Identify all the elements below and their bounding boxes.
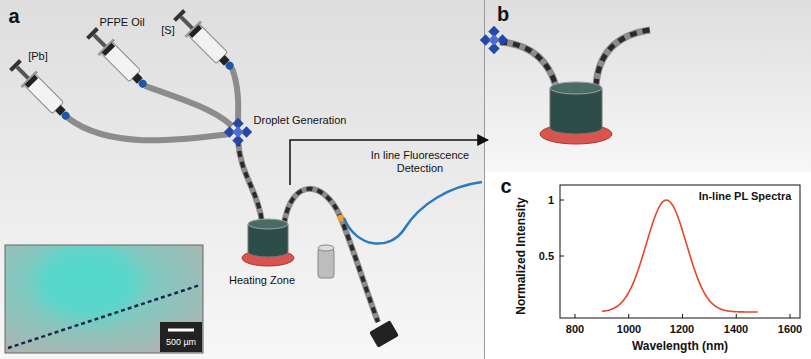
tick-mark [560, 256, 564, 257]
zoom-arrow [290, 140, 488, 185]
tick-mark [790, 314, 791, 318]
syringe [6, 56, 76, 126]
tick-label: 1400 [724, 323, 748, 336]
tick-label: 1600 [778, 323, 802, 336]
fluorescence-detector [318, 182, 482, 278]
heating-zone-zoom [550, 88, 602, 134]
tick-mark [628, 314, 629, 318]
tick-mark [575, 314, 576, 318]
axis-title: Wavelength (nm) [632, 340, 728, 354]
panel-ground [485, 0, 811, 172]
process-label: Heating Zone [229, 274, 295, 287]
tick-mark [736, 314, 737, 318]
plot-frame [560, 185, 800, 318]
inset-micrograph [5, 245, 203, 353]
process-label: In line Fluorescence Detection [365, 149, 475, 174]
tubing [145, 86, 232, 126]
scale-bar [168, 329, 194, 332]
fluorescence-detector [318, 248, 334, 278]
tubing [238, 140, 262, 222]
optical-fiber [344, 182, 482, 244]
tick-label: 1 [548, 194, 554, 207]
tubing [238, 140, 262, 222]
collection-box [369, 320, 399, 348]
heating-zone-zoom [550, 82, 602, 94]
fluorescence-detector [318, 245, 334, 251]
tubing [68, 118, 230, 140]
tubing [284, 189, 378, 322]
heating-zone-zoom [500, 30, 650, 86]
syringe [83, 24, 153, 94]
heating-zone-zoom [596, 30, 650, 86]
reagent-label: [S] [161, 24, 174, 37]
inset-micrograph [8, 285, 200, 348]
inset-micrograph [5, 244, 203, 353]
tick-mark [682, 314, 683, 318]
tubing [232, 68, 238, 124]
spectrum-chart [560, 185, 800, 318]
fluorescence-detector [338, 215, 345, 222]
axis-title: Normalized Intensity [515, 197, 529, 314]
tick-label: 1200 [670, 323, 694, 336]
tick-mark [560, 200, 564, 201]
heating-zone [242, 219, 294, 266]
tick-label: 1000 [617, 323, 641, 336]
heating-zone-zoom [500, 42, 556, 86]
reagent-label: [Pb] [28, 50, 48, 63]
heating-zone [248, 219, 288, 229]
panel-label: a [8, 5, 19, 28]
heating-zone-zoom [480, 26, 508, 54]
tick-label: 0.5 [539, 250, 554, 263]
scale-label: 500 µm [166, 337, 196, 347]
scale-bar-ground [160, 322, 202, 352]
panel-label: c [500, 175, 511, 198]
panel-ground [0, 0, 484, 359]
heating-zone-zoom [480, 26, 650, 144]
tubing [284, 189, 378, 322]
syringe [170, 6, 240, 76]
droplet-generator [224, 118, 252, 146]
pl-spectrum-curve [602, 200, 758, 312]
chart-title: In-line PL Spectra [699, 190, 792, 203]
process-label: Droplet Generation [254, 114, 347, 127]
heating-zone-zoom [596, 30, 650, 86]
tick-label: 800 [566, 323, 584, 336]
panel-label: b [497, 3, 509, 26]
reagent-label: PFPE Oil [99, 16, 144, 29]
heating-zone-zoom [500, 42, 556, 86]
inset-micrograph [5, 245, 203, 353]
panel-divider [484, 0, 485, 359]
collection-box [369, 320, 399, 348]
